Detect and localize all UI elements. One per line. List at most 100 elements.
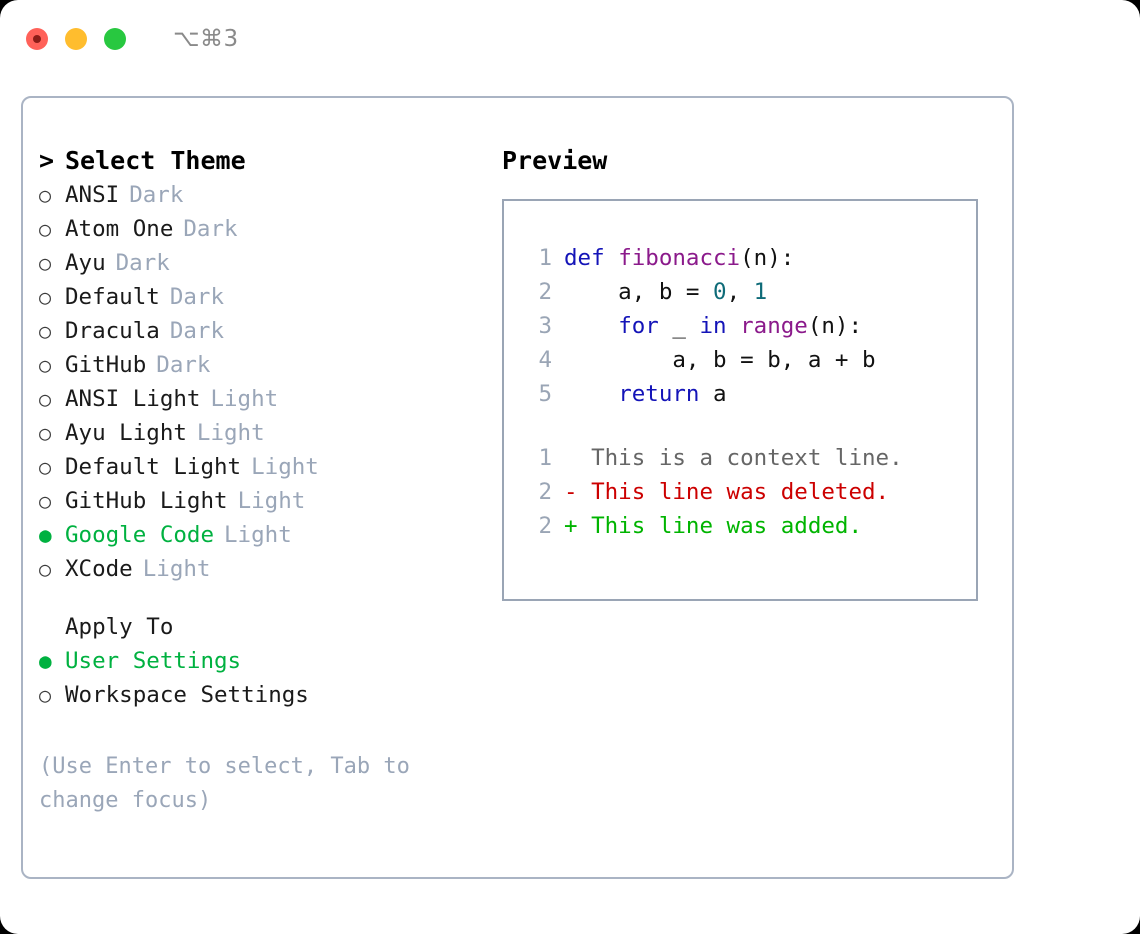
token-pl: a bbox=[699, 381, 727, 407]
select-theme-heading: > Select Theme bbox=[39, 146, 487, 182]
theme-variant-badge: Light bbox=[142, 556, 211, 582]
token-pl: a, b = b, a + b bbox=[564, 347, 876, 373]
theme-option-github[interactable]: ○ GitHub Dark bbox=[39, 352, 487, 386]
apply-to-heading-label: Apply To bbox=[65, 614, 174, 640]
code-line: 3 for _ in range(n): bbox=[522, 313, 976, 347]
code-line: 1 def fibonacci(n): bbox=[522, 245, 976, 279]
caret-icon: > bbox=[39, 146, 55, 175]
code-text: a, b = 0, 1 bbox=[564, 279, 767, 305]
select-theme-heading-label: Select Theme bbox=[65, 146, 246, 175]
window-title: ⌥⌘3 bbox=[173, 26, 239, 52]
apply-to-option-label: User Settings bbox=[65, 648, 242, 674]
theme-variant-badge: Dark bbox=[183, 216, 238, 242]
radio-unselected-icon: ○ bbox=[39, 285, 52, 309]
theme-variant-badge: Dark bbox=[115, 250, 170, 276]
token-pl: a, b = bbox=[564, 279, 714, 305]
token-pl: , bbox=[726, 279, 754, 305]
diff-sample: 1 This is a context line.2- This line wa… bbox=[522, 445, 976, 547]
apply-to-option-label: Workspace Settings bbox=[65, 682, 309, 708]
diff-marker: + bbox=[564, 513, 578, 539]
theme-variant-badge: Light bbox=[210, 386, 279, 412]
keyboard-hint: (Use Enter to select, Tab to change focu… bbox=[39, 754, 410, 813]
radio-unselected-icon: ○ bbox=[39, 683, 52, 707]
token-kw: in bbox=[699, 313, 727, 339]
diff-line-add: 2 + This line was added. bbox=[522, 513, 976, 547]
close-window-button[interactable] bbox=[26, 28, 48, 50]
radio-selected-icon: ● bbox=[39, 523, 52, 547]
radio-unselected-icon: ○ bbox=[39, 489, 52, 513]
code-line: 4 a, b = b, a + b bbox=[522, 347, 976, 381]
diff-line-del: 2- This line was deleted. bbox=[522, 479, 976, 513]
theme-variant-badge: Dark bbox=[156, 352, 211, 378]
code-text: return a bbox=[564, 381, 727, 407]
line-number: 5 bbox=[538, 381, 552, 407]
radio-unselected-icon: ○ bbox=[39, 353, 52, 377]
theme-option-ayu[interactable]: ○ Ayu Dark bbox=[39, 250, 487, 284]
line-number: 1 bbox=[538, 445, 552, 471]
token-pl: (n): bbox=[807, 313, 863, 339]
radio-unselected-icon: ○ bbox=[39, 251, 52, 275]
theme-option-label: Default bbox=[65, 284, 160, 310]
theme-option-label: Default Light bbox=[65, 454, 242, 480]
radio-unselected-icon: ○ bbox=[39, 387, 52, 411]
line-number: 1 bbox=[538, 245, 552, 271]
token-pl bbox=[564, 381, 618, 407]
token-kw: return bbox=[618, 381, 700, 407]
token-fn: fibonacci bbox=[618, 245, 741, 271]
theme-option-label: ANSI bbox=[65, 182, 120, 208]
token-pl bbox=[605, 245, 619, 271]
theme-variant-badge: Light bbox=[237, 488, 306, 514]
token-pl: _ bbox=[658, 313, 700, 339]
theme-variant-badge: Dark bbox=[129, 182, 184, 208]
token-pl bbox=[727, 313, 741, 339]
apply-to-section: Apply To ●User Settings○ Workspace Settin… bbox=[39, 614, 487, 716]
radio-unselected-icon: ○ bbox=[39, 183, 52, 207]
token-pl: (n): bbox=[740, 245, 795, 271]
token-num: 0 bbox=[713, 279, 727, 305]
diff-text: This line was added. bbox=[577, 513, 863, 539]
theme-option-label: GitHub bbox=[65, 352, 147, 378]
radio-unselected-icon: ○ bbox=[39, 217, 52, 241]
code-text: a, b = b, a + b bbox=[564, 347, 876, 373]
code-text: for _ in range(n): bbox=[564, 313, 862, 339]
maximize-window-button[interactable] bbox=[104, 28, 126, 50]
code-diff-separator bbox=[522, 415, 976, 445]
code-line: 2 a, b = 0, 1 bbox=[522, 279, 976, 313]
theme-variant-badge: Light bbox=[251, 454, 319, 480]
theme-option-default[interactable]: ○ Default Dark bbox=[39, 284, 487, 318]
theme-option-label: Ayu bbox=[65, 250, 106, 276]
diff-line-ctx: 1 This is a context line. bbox=[522, 445, 976, 479]
theme-option-ansi[interactable]: ○ ANSI Dark bbox=[39, 182, 487, 216]
theme-option-ansi-light[interactable]: ○ ANSI Light Light bbox=[39, 386, 487, 420]
minimize-window-button[interactable] bbox=[65, 28, 87, 50]
token-fn: range bbox=[740, 313, 808, 339]
theme-variant-badge: Dark bbox=[169, 284, 225, 310]
theme-option-label: Google Code bbox=[65, 522, 215, 548]
theme-option-label: Dracula bbox=[65, 318, 160, 344]
apply-to-option-workspace-settings[interactable]: ○ Workspace Settings bbox=[39, 682, 487, 716]
diff-text: This line was deleted. bbox=[577, 479, 890, 505]
code-text: def fibonacci(n): bbox=[564, 245, 794, 271]
token-num: 1 bbox=[753, 279, 768, 305]
apply-to-option-user-settings[interactable]: ●User Settings bbox=[39, 648, 487, 682]
line-number: 2 bbox=[538, 513, 552, 539]
line-number: 4 bbox=[538, 347, 552, 373]
theme-variant-badge: Light bbox=[196, 420, 265, 446]
code-line: 5 return a bbox=[522, 381, 976, 415]
theme-option-label: ANSI Light bbox=[65, 386, 201, 412]
line-number: 3 bbox=[538, 313, 552, 339]
